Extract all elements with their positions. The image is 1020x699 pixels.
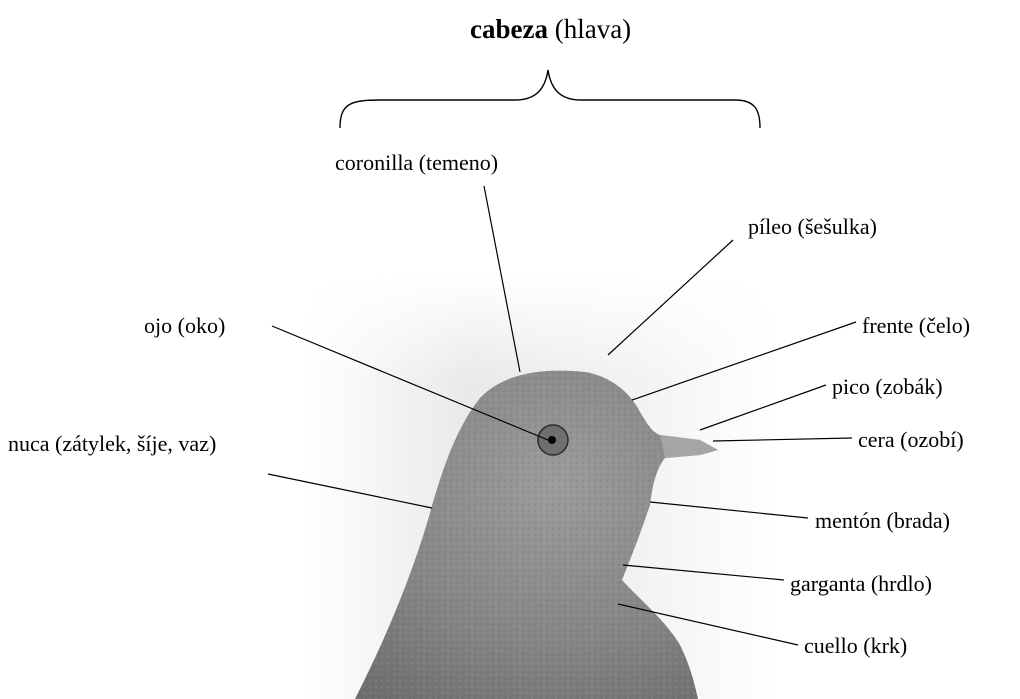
label-frente: frente (čelo) [862, 313, 970, 339]
label-pileo: píleo (šešulka) [748, 214, 877, 240]
label-ojo: ojo (oko) [144, 313, 225, 339]
head-brace [340, 70, 760, 128]
label-nuca: nuca (zátylek, šíje, vaz) [8, 431, 216, 457]
diagram-title: cabeza (hlava) [470, 14, 631, 45]
label-cuello: cuello (krk) [804, 633, 907, 659]
label-menton: mentón (brada) [815, 508, 950, 534]
label-coronilla: coronilla (temeno) [335, 150, 498, 176]
label-garganta: garganta (hrdlo) [790, 571, 932, 597]
label-pico: pico (zobák) [832, 374, 943, 400]
title-bold: cabeza [470, 14, 548, 44]
label-cera: cera (ozobí) [858, 427, 964, 453]
title-normal: (hlava) [555, 14, 631, 44]
eye-pupil [548, 436, 556, 444]
